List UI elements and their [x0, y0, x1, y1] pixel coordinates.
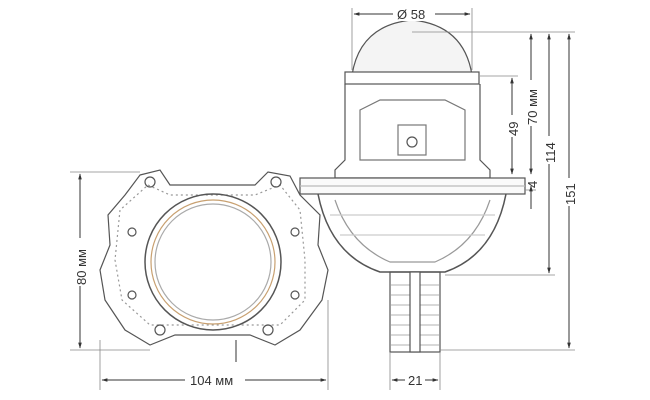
dimension-diameter-58: Ø 58 [351, 5, 473, 70]
dimension-21: 21 [389, 352, 441, 390]
dimension-70mm: 70 мм [523, 33, 540, 175]
label-104mm: 104 мм [190, 373, 233, 388]
dimension-4: 4 [525, 181, 540, 209]
dimension-151: 151 [561, 33, 578, 349]
front-view-flange [99, 169, 329, 362]
label-4: 4 [525, 181, 540, 188]
label-114: 114 [543, 142, 558, 163]
label-70mm: 70 мм [525, 89, 540, 125]
side-view-projector [299, 19, 526, 353]
label-21: 21 [408, 373, 422, 388]
dimension-80mm: 80 мм [70, 171, 150, 351]
label-diameter-58: Ø 58 [397, 7, 425, 22]
dimension-104mm: 104 мм [99, 300, 329, 390]
dimension-114: 114 [541, 33, 558, 274]
label-49: 49 [506, 122, 521, 136]
dimension-49: 49 [504, 77, 521, 175]
label-151: 151 [563, 183, 578, 205]
label-80mm: 80 мм [74, 249, 89, 285]
